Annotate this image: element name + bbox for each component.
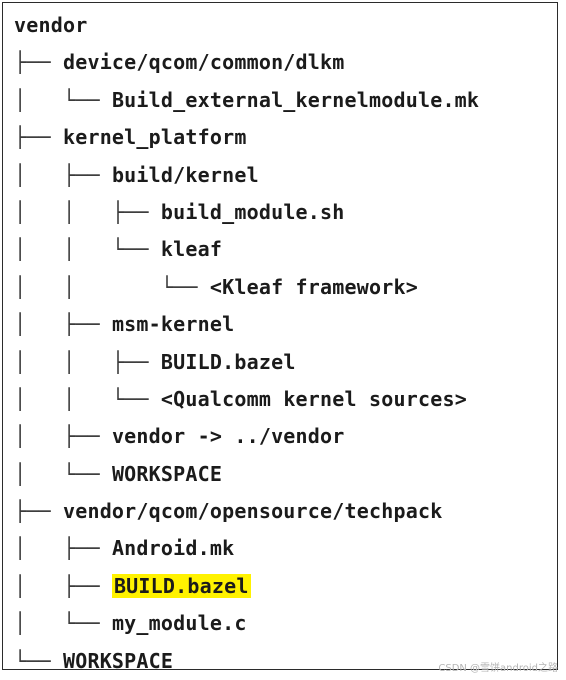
tree-label: <Kleaf framework> (209, 274, 418, 299)
tree-branch: │ │ ├── (14, 349, 161, 374)
directory-tree: vendor ├── device/qcom/common/dlkm │ └──… (14, 7, 479, 680)
tree-branch: │ └── (14, 611, 112, 636)
tree-row: │ ├── vendor -> ../vendor (14, 418, 479, 455)
tree-label: kleaf (160, 237, 223, 262)
tree-row: │ └── Build_external_kernelmodule.mk (14, 82, 479, 119)
tree-label: Build_external_kernelmodule.mk (111, 87, 480, 112)
tree-label: BUILD.bazel (160, 349, 296, 374)
tree-branch: │ ├── (14, 424, 112, 449)
tree-row-highlighted: │ ├── BUILD.bazel (14, 568, 479, 605)
tree-label: vendor -> ../vendor (111, 424, 345, 449)
tree-branch: ├── (14, 125, 63, 150)
tree-row: ├── device/qcom/common/dlkm (14, 44, 479, 81)
tree-row: │ ├── Android.mk (14, 530, 479, 567)
tree-row: │ │ ├── BUILD.bazel (14, 344, 479, 381)
tree-label: build/kernel (111, 162, 259, 187)
tree-row: │ ├── msm-kernel (14, 306, 479, 343)
tree-branch: │ └── (14, 87, 112, 112)
tree-label: msm-kernel (111, 312, 235, 337)
tree-label: build_module.sh (160, 199, 345, 224)
tree-branch: │ │ └── (14, 237, 161, 262)
watermark: CSDN @雪饼android之路 (438, 663, 558, 674)
tree-row: │ │ └── <Kleaf framework> (14, 269, 479, 306)
tree-label: WORKSPACE (111, 461, 223, 486)
tree-branch: │ ├── (14, 312, 112, 337)
tree-label-highlighted: BUILD.bazel (111, 573, 251, 598)
tree-row: │ │ ├── build_module.sh (14, 194, 479, 231)
tree-branch: │ ├── (14, 573, 112, 598)
tree-branch: │ ├── (14, 162, 112, 187)
tree-row: └── WORKSPACE (14, 643, 479, 680)
tree-row: │ ├── build/kernel (14, 157, 479, 194)
tree-label: Android.mk (111, 536, 235, 561)
tree-label: my_module.c (111, 611, 247, 636)
tree-row: │ │ └── <Qualcomm kernel sources> (14, 381, 479, 418)
tree-branch: │ └── (14, 461, 112, 486)
tree-label: vendor (14, 13, 88, 37)
tree-row: │ └── WORKSPACE (14, 456, 479, 493)
tree-branch: │ │ └── (14, 274, 210, 299)
tree-row: │ │ └── kleaf (14, 231, 479, 268)
tree-label: vendor/qcom/opensource/techpack (62, 499, 443, 524)
tree-branch: │ │ └── (14, 386, 161, 411)
tree-label: <Qualcomm kernel sources> (160, 386, 467, 411)
tree-row: ├── kernel_platform (14, 119, 479, 156)
tree-label: device/qcom/common/dlkm (62, 50, 345, 75)
tree-row: ├── vendor/qcom/opensource/techpack (14, 493, 479, 530)
tree-branch: ├── (14, 499, 63, 524)
tree-row: vendor (14, 7, 479, 44)
tree-branch: │ ├── (14, 536, 112, 561)
tree-row: │ └── my_module.c (14, 605, 479, 642)
tree-branch: ├── (14, 50, 63, 75)
tree-branch: └── (14, 648, 63, 673)
tree-frame: vendor ├── device/qcom/common/dlkm │ └──… (2, 2, 558, 673)
tree-label: kernel_platform (62, 125, 247, 150)
tree-label: WORKSPACE (62, 648, 174, 673)
tree-branch: │ │ ├── (14, 199, 161, 224)
